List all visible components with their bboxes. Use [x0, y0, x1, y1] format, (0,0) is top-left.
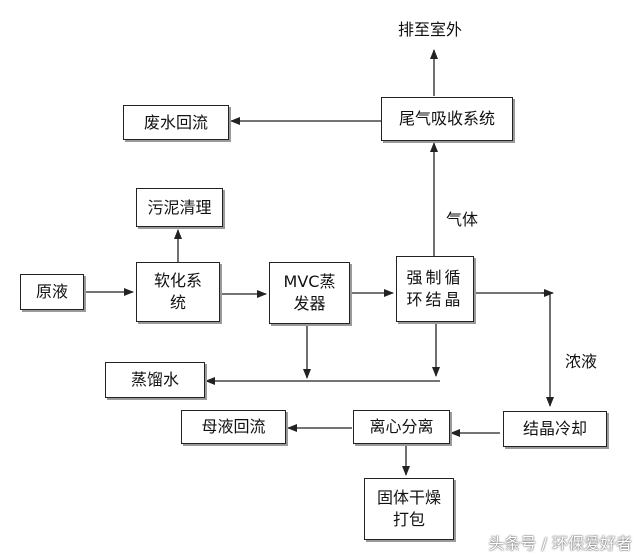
node-forced-circulation-crystallizer: 强制循 环结晶 — [396, 256, 474, 322]
node-mother-liquor-reflux: 母液回流 — [181, 410, 286, 444]
watermark: 头条号 / 环保爱好者 — [488, 534, 632, 553]
node-mvc-evaporator: MVC蒸 发器 — [269, 262, 350, 324]
edge-label-gas: 气体 — [446, 210, 479, 229]
edge-label-concentrate: 浓液 — [565, 352, 598, 371]
node-sludge-cleaning: 污泥清理 — [136, 188, 223, 227]
node-crystallization-cooling: 结晶冷却 — [503, 411, 607, 447]
node-tail-gas-absorption: 尾气吸收系统 — [381, 97, 513, 141]
node-wastewater-reflux: 废水回流 — [123, 105, 229, 140]
node-solid-drying-packing: 固体干燥 打包 — [364, 478, 454, 540]
node-distilled-water: 蒸馏水 — [105, 362, 205, 398]
node-centrifugal-separation: 离心分离 — [353, 410, 450, 444]
node-softening-system: 软化系 统 — [136, 262, 220, 322]
node-exhaust-outdoor: 排至室外 — [390, 14, 470, 46]
node-raw-liquid: 原液 — [20, 274, 84, 310]
arrow-forced-to-cooling — [474, 292, 554, 407]
